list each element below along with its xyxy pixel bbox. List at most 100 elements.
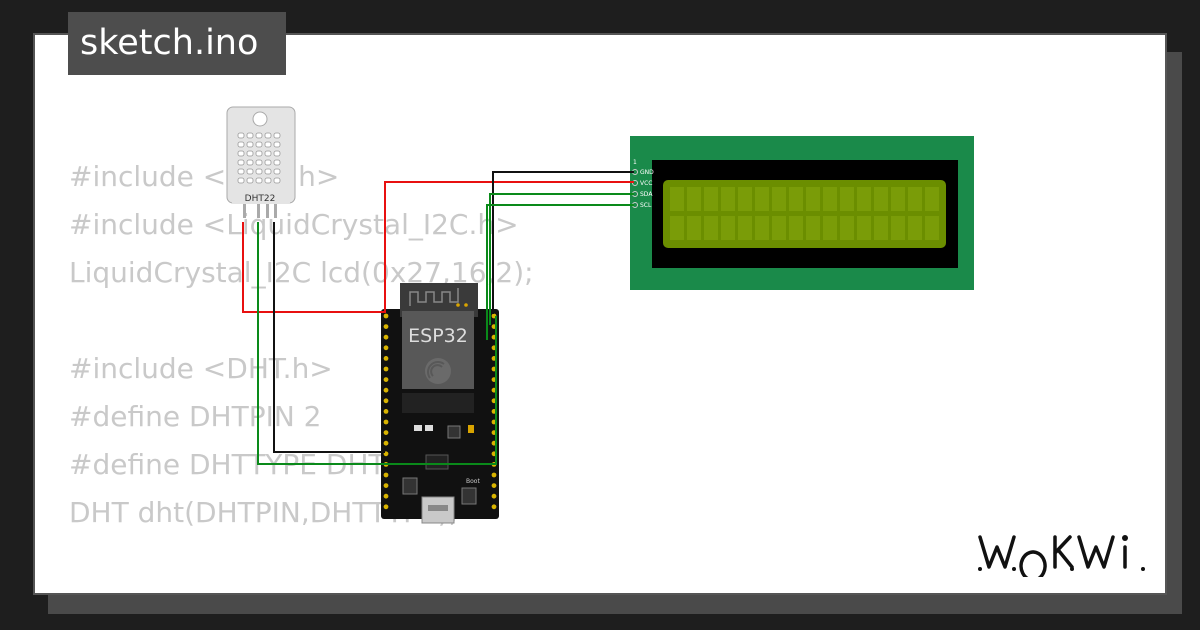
dht-vent <box>246 141 254 148</box>
esp32-pin[interactable] <box>491 504 497 510</box>
dht-vent <box>237 177 245 184</box>
filename-tab[interactable]: sketch.ino <box>68 12 286 75</box>
scl-wire <box>486 204 634 340</box>
esp32-pin[interactable] <box>383 324 389 329</box>
sda-wire <box>489 193 634 325</box>
boot-label: Boot <box>466 478 480 485</box>
dht22-label: DHT22 <box>245 194 276 204</box>
code-line: #include <LiquidCrystal_I2C.h> <box>69 208 519 241</box>
code-line: void setup() { <box>69 585 534 593</box>
lcd-char-cell <box>806 187 820 211</box>
power-wire <box>242 181 634 313</box>
dht-vent <box>264 141 272 148</box>
dht-vent <box>246 150 254 157</box>
code-line: #include <DHT.h> <box>69 352 333 385</box>
dht-vent <box>246 168 254 175</box>
lcd-char-cell <box>704 187 718 211</box>
esp32-pin[interactable] <box>383 472 389 478</box>
dht-vent <box>273 141 281 148</box>
esp32-pin[interactable] <box>383 493 389 499</box>
dht-vent <box>237 132 245 139</box>
lcd-char-cell <box>704 216 718 240</box>
dht-vent <box>264 150 272 157</box>
esp32-pin[interactable] <box>383 313 389 319</box>
preview-card: #include <Wire.h>#include <LiquidCrystal… <box>33 33 1167 595</box>
ground-wire-lcd <box>492 171 634 314</box>
lcd-char-cell <box>772 187 786 211</box>
esp32-label: ESP32 <box>408 325 468 347</box>
lcd-char-cell <box>721 187 735 211</box>
esp32-pin[interactable] <box>383 440 389 446</box>
dht-vent <box>273 159 281 166</box>
lcd-char-cell <box>823 216 837 240</box>
esp32-pin[interactable] <box>383 345 389 351</box>
dht-vent <box>273 150 281 157</box>
data-wire <box>257 222 497 465</box>
dht-vent <box>273 177 281 184</box>
lcd-char-cell <box>755 187 769 211</box>
dht22-sensor[interactable]: DHT22 <box>226 106 296 218</box>
lcd-pin-scl: SCL <box>640 202 652 209</box>
dht-vent <box>273 168 281 175</box>
boot-button[interactable] <box>461 487 477 505</box>
esp32-pin[interactable] <box>383 430 389 435</box>
lcd-char-cell <box>806 216 820 240</box>
dht-vent <box>264 168 272 175</box>
lcd-char-cell <box>738 187 752 211</box>
lcd-pin-vcc: VCC <box>640 180 652 187</box>
dht-vent <box>246 177 254 184</box>
esp32-pin[interactable] <box>491 483 497 488</box>
esp32-pin[interactable] <box>383 356 389 361</box>
lcd-char-cell <box>925 216 939 240</box>
esp32-pin[interactable] <box>383 377 389 382</box>
dht-vent <box>255 141 263 148</box>
dht-vent <box>264 177 272 184</box>
dht-vent <box>264 132 272 139</box>
esp32-pin[interactable] <box>383 387 389 393</box>
lcd-char-cell <box>721 216 735 240</box>
lcd-char-cell <box>755 216 769 240</box>
dht-vent <box>237 168 245 175</box>
lcd-pin-gnd: GND <box>640 169 654 176</box>
lcd-char-cell <box>772 216 786 240</box>
esp32-pin[interactable] <box>383 504 389 510</box>
dht-vent <box>255 150 263 157</box>
wokwi-logo <box>978 535 1145 577</box>
wires <box>242 171 634 465</box>
lcd-char-cell <box>738 216 752 240</box>
esp32-pin[interactable] <box>383 334 389 340</box>
esp32-board[interactable]: ESP32 Boot <box>381 283 499 524</box>
dht-vent <box>255 177 263 184</box>
lcd-char-cell <box>840 187 854 211</box>
esp32-pin[interactable] <box>491 472 497 478</box>
lcd-char-cell <box>908 187 922 211</box>
lcd-char-cell <box>687 216 701 240</box>
lcd-char-cell <box>840 216 854 240</box>
lcd-char-cell <box>857 216 871 240</box>
dht-vent <box>255 132 263 139</box>
lcd-char-cell <box>670 187 684 211</box>
lcd-pin-sda: SDA <box>640 191 653 198</box>
lcd-char-cell <box>874 187 888 211</box>
dht-vent <box>237 150 245 157</box>
esp32-pin[interactable] <box>491 493 497 499</box>
lcd-char-cell <box>874 216 888 240</box>
lcd1602-display[interactable]: 1 GND VCC SDA SCL <box>630 136 974 290</box>
lcd-char-cell <box>891 216 905 240</box>
dht-vent <box>255 168 263 175</box>
lcd-char-cell <box>891 187 905 211</box>
lcd-char-cell <box>925 187 939 211</box>
esp32-pin[interactable] <box>383 398 389 404</box>
lcd-char-cell <box>789 187 803 211</box>
dht-vent <box>255 159 263 166</box>
dht-vent <box>237 159 245 166</box>
en-button[interactable] <box>402 477 418 495</box>
esp32-pin[interactable] <box>383 483 389 488</box>
esp32-pin[interactable] <box>383 419 389 425</box>
lcd-char-cell <box>857 187 871 211</box>
dht-vent <box>246 132 254 139</box>
ground-wire <box>273 222 385 453</box>
esp32-pin[interactable] <box>383 409 389 414</box>
esp32-pin[interactable] <box>383 366 389 372</box>
